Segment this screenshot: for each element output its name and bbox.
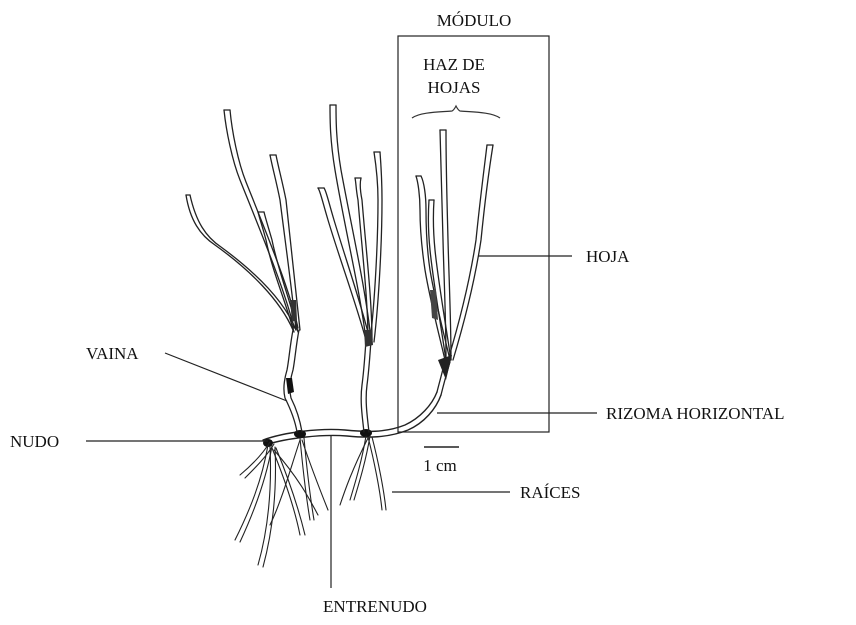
label-leaf-bundle-line1: HAZ DE [423, 55, 485, 74]
roots-drawing [235, 436, 386, 567]
label-roots: RAÍCES [520, 483, 580, 502]
shoot-right [416, 130, 493, 395]
label-module: MÓDULO [437, 11, 512, 30]
shoot-middle [318, 105, 382, 432]
label-sheath: VAINA [86, 344, 139, 363]
plant-illustration [186, 105, 493, 567]
label-horizontal-rhizome: RIZOMA HORIZONTAL [606, 404, 785, 423]
label-node: NUDO [10, 432, 59, 451]
node-marks [263, 429, 372, 447]
label-scale: 1 cm [423, 456, 457, 475]
label-internode: ENTRENUDO [323, 597, 427, 616]
sheath-mark [286, 378, 294, 394]
leader-sheath [165, 353, 287, 401]
leaf-bundle-brace [412, 106, 500, 118]
leader-lines [86, 256, 597, 588]
rhizome-drawing [263, 392, 441, 445]
label-leaf-bundle-line2: HOJAS [428, 78, 481, 97]
label-leaf: HOJA [586, 247, 630, 266]
